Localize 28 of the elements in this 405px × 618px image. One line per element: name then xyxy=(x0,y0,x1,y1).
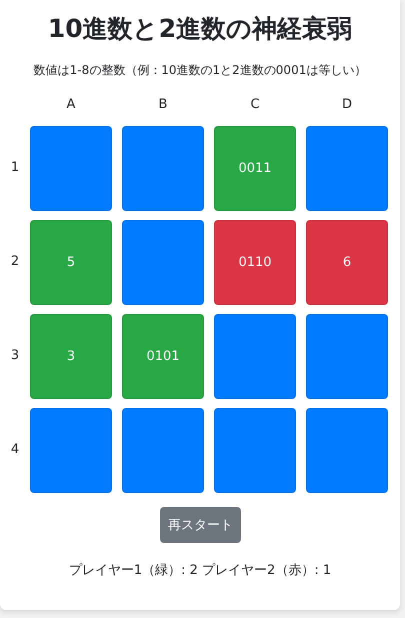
column-header: C xyxy=(249,97,261,112)
score-text: プレイヤー1（緑）: 2 プレイヤー2（赤）: 1 xyxy=(68,562,332,579)
row-header: 3 xyxy=(10,348,20,363)
card-face: 0101 xyxy=(122,314,204,399)
card-back xyxy=(30,408,112,493)
row-header: 1 xyxy=(10,160,20,175)
card-back xyxy=(306,314,388,399)
card-face: 0011 xyxy=(214,126,296,211)
card-face: 5 xyxy=(30,220,112,305)
card-back xyxy=(306,126,388,211)
restart-button: 再スタート xyxy=(160,507,241,543)
card-face: 3 xyxy=(30,314,112,399)
column-header: A xyxy=(66,97,76,112)
subtitle: 数値は1-8の整数（例：10進数の1と2進数の0001は等しい） xyxy=(32,62,368,79)
column-header: D xyxy=(340,97,353,112)
card-face: 0110 xyxy=(214,220,296,305)
card-back xyxy=(306,408,388,493)
row-header: 2 xyxy=(10,254,20,269)
card-face: 6 xyxy=(306,220,388,305)
card-back xyxy=(30,126,112,211)
title: 10進数と2進数の神経衰弱 xyxy=(46,13,354,45)
column-header: B xyxy=(158,97,168,112)
card-back xyxy=(122,126,204,211)
card-back xyxy=(122,220,204,305)
card-back xyxy=(122,408,204,493)
card-back xyxy=(214,408,296,493)
row-header: 4 xyxy=(10,442,20,457)
card-back xyxy=(214,314,296,399)
